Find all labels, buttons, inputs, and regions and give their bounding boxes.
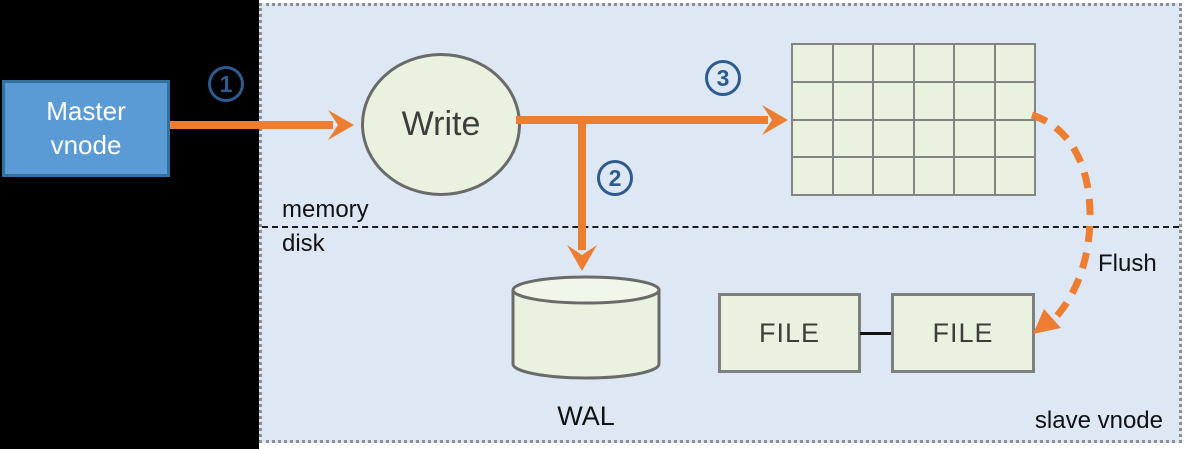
step-number: 2 xyxy=(608,164,622,191)
memtable-cell xyxy=(914,120,953,157)
step-number: 3 xyxy=(716,64,730,91)
memtable-cell xyxy=(833,82,872,119)
memory-label: memory xyxy=(282,196,369,223)
memtable-cell xyxy=(955,82,994,119)
step-badge-3: 3 xyxy=(705,60,741,96)
slave-vnode-label: slave vnode xyxy=(1034,407,1163,434)
memtable-cell xyxy=(955,158,994,194)
master-vnode-label: Master vnode xyxy=(46,96,126,160)
file-node: FILE xyxy=(718,293,861,373)
memtable-cell xyxy=(833,158,872,194)
wal-cylinder-body xyxy=(511,290,661,380)
memtable-cell xyxy=(874,82,913,119)
disk-label: disk xyxy=(282,230,325,257)
file-node: FILE xyxy=(891,293,1035,373)
file-connector-line xyxy=(860,332,892,335)
master-vnode-node: Master vnode xyxy=(2,80,170,177)
memtable-cell xyxy=(793,158,832,194)
memtable-cell xyxy=(955,120,994,157)
memtable-cell xyxy=(793,82,832,119)
step-badge-1: 1 xyxy=(208,66,244,102)
memtable-cell xyxy=(995,45,1034,81)
file-label: FILE xyxy=(932,317,994,348)
memory-disk-divider xyxy=(262,226,1179,228)
file-label: FILE xyxy=(758,317,821,348)
wal-cylinder-rim xyxy=(511,275,661,305)
memtable-cell xyxy=(995,82,1034,119)
memtable-cell xyxy=(793,45,832,81)
memtable-cell xyxy=(914,45,953,81)
memtable-cell xyxy=(793,120,832,157)
memtable-cell xyxy=(874,120,913,157)
memtable-cell xyxy=(914,158,953,194)
memtable-grid xyxy=(791,43,1036,196)
step-badge-2: 2 xyxy=(597,160,633,196)
write-node: Write xyxy=(361,53,521,196)
memtable-cell xyxy=(995,158,1034,194)
memtable-cell xyxy=(874,45,913,81)
memtable-cell xyxy=(874,158,913,194)
memtable-cell xyxy=(833,45,872,81)
memtable-cell xyxy=(995,120,1034,157)
memtable-cell xyxy=(833,120,872,157)
wal-cylinder-icon xyxy=(511,275,661,380)
flush-label: Flush xyxy=(1098,250,1157,277)
memtable-cell xyxy=(955,45,994,81)
memtable-cell xyxy=(914,82,953,119)
write-label: Write xyxy=(401,105,481,143)
step-number: 1 xyxy=(219,70,233,97)
wal-label: WAL xyxy=(557,401,615,431)
